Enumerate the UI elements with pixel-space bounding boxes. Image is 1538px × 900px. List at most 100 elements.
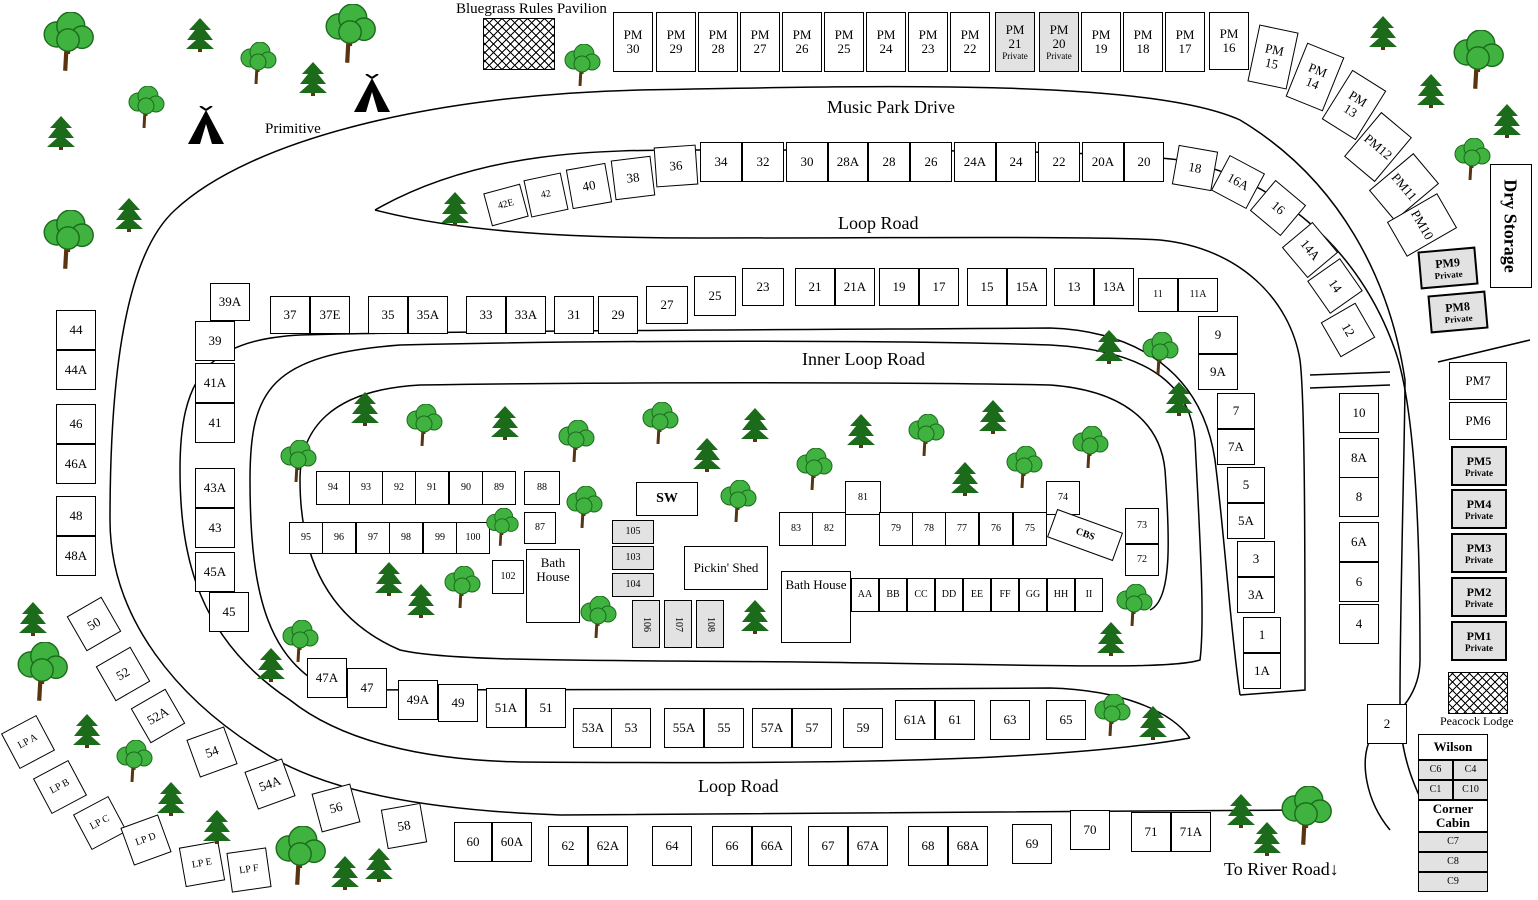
site-87[interactable]: 87 [524, 512, 556, 544]
site-73[interactable]: 73 [1125, 508, 1159, 544]
site-8[interactable]: 8 [1339, 477, 1379, 517]
site-9A[interactable]: 9A [1198, 354, 1238, 390]
site-77[interactable]: 77 [945, 512, 979, 546]
site-41[interactable]: 41 [195, 403, 235, 443]
site-71A[interactable]: 71A [1171, 812, 1211, 852]
cabin-C6[interactable]: C6 [1418, 760, 1453, 780]
site-43A[interactable]: 43A [195, 468, 235, 508]
site-24[interactable]: 24 [996, 142, 1036, 182]
site-64[interactable]: 64 [652, 826, 692, 866]
site-40[interactable]: 40 [565, 162, 613, 210]
site-8A[interactable]: 8A [1339, 438, 1379, 478]
site-44A[interactable]: 44A [56, 350, 96, 390]
site-20A[interactable]: 20A [1082, 142, 1124, 182]
site-13A[interactable]: 13A [1094, 268, 1134, 306]
site-104[interactable]: 104 [612, 573, 654, 597]
site-29[interactable]: 29 [598, 296, 638, 334]
site-57A[interactable]: 57A [752, 708, 792, 748]
site-39[interactable]: 39 [195, 321, 235, 361]
site-68A[interactable]: 68A [948, 826, 988, 866]
site-57[interactable]: 57 [792, 708, 832, 748]
site-67A[interactable]: 67A [848, 826, 888, 866]
site-CC[interactable]: CC [907, 578, 935, 612]
site-82[interactable]: 82 [812, 512, 846, 546]
site-17[interactable]: 17 [919, 268, 959, 306]
site-59[interactable]: 59 [843, 708, 883, 748]
site-103[interactable]: 103 [612, 546, 654, 570]
site-10[interactable]: 10 [1339, 393, 1379, 433]
pm-site-6[interactable]: PM6 [1449, 402, 1507, 440]
site-75[interactable]: 75 [1013, 512, 1047, 546]
site-90[interactable]: 90 [449, 471, 483, 505]
site-9[interactable]: 9 [1198, 316, 1238, 354]
site-63[interactable]: 63 [990, 700, 1030, 740]
site-58[interactable]: 58 [380, 802, 428, 850]
site-74[interactable]: 74 [1046, 481, 1080, 515]
site-94[interactable]: 94 [316, 471, 350, 505]
site-79[interactable]: 79 [879, 512, 913, 546]
site-102[interactable]: 102 [492, 560, 524, 594]
site-3A[interactable]: 3A [1237, 577, 1275, 613]
site-11[interactable]: 11 [1138, 278, 1178, 312]
site-41A[interactable]: 41A [195, 363, 235, 403]
site-55[interactable]: 55 [704, 708, 744, 748]
site-66A[interactable]: 66A [752, 826, 792, 866]
site-48[interactable]: 48 [56, 496, 96, 536]
dry-storage[interactable]: Dry Storage [1490, 164, 1532, 288]
site-4[interactable]: 4 [1339, 604, 1379, 644]
site-32[interactable]: 32 [742, 142, 784, 182]
site-5[interactable]: 5 [1227, 467, 1265, 503]
site-FF[interactable]: FF [991, 578, 1019, 612]
site-1[interactable]: 1 [1243, 617, 1281, 653]
sw-building[interactable]: SW [636, 482, 698, 516]
site-31[interactable]: 31 [554, 296, 594, 334]
site-107[interactable]: 107 [664, 600, 692, 648]
site-AA[interactable]: AA [851, 578, 879, 612]
site-78[interactable]: 78 [912, 512, 946, 546]
site-60A[interactable]: 60A [492, 822, 532, 862]
site-22[interactable]: 22 [1038, 142, 1080, 182]
site-55A[interactable]: 55A [664, 708, 704, 748]
site-45A[interactable]: 45A [195, 552, 235, 592]
site-13[interactable]: 13 [1054, 268, 1094, 306]
lp-site-5[interactable]: LP F [226, 847, 272, 893]
cabin-C8[interactable]: C8 [1418, 852, 1488, 872]
site-48A[interactable]: 48A [56, 536, 96, 576]
site-II[interactable]: II [1075, 578, 1103, 612]
site-37E[interactable]: 37E [310, 296, 350, 334]
site-BB[interactable]: BB [879, 578, 907, 612]
site-72[interactable]: 72 [1125, 544, 1159, 576]
site-89[interactable]: 89 [482, 471, 516, 505]
site-81[interactable]: 81 [845, 481, 881, 515]
site-3[interactable]: 3 [1237, 541, 1275, 577]
site-26[interactable]: 26 [910, 142, 952, 182]
site-62A[interactable]: 62A [588, 826, 628, 866]
site-83[interactable]: 83 [779, 512, 813, 546]
site-33A[interactable]: 33A [506, 296, 546, 334]
site-51A[interactable]: 51A [486, 688, 526, 728]
site-67[interactable]: 67 [808, 826, 848, 866]
site-30[interactable]: 30 [786, 142, 828, 182]
site-71[interactable]: 71 [1131, 812, 1171, 852]
site-11A[interactable]: 11A [1178, 278, 1218, 312]
site-88[interactable]: 88 [524, 471, 560, 505]
site-35[interactable]: 35 [368, 296, 408, 334]
site-106[interactable]: 106 [632, 600, 660, 648]
site-49[interactable]: 49 [438, 684, 478, 722]
site-96[interactable]: 96 [322, 522, 356, 554]
site-47[interactable]: 47 [347, 668, 387, 708]
pavilion-building[interactable] [483, 18, 555, 70]
site-7A[interactable]: 7A [1217, 429, 1255, 465]
site-46[interactable]: 46 [56, 404, 96, 444]
